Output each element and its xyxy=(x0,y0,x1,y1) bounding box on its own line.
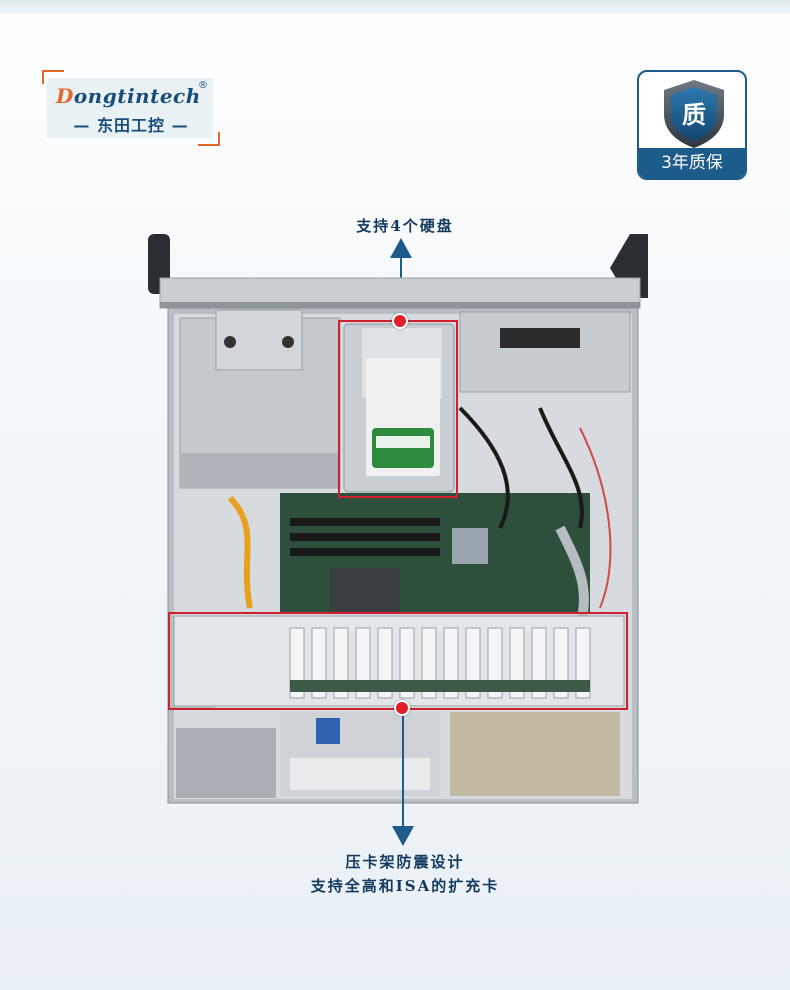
logo-corner-top-left xyxy=(42,70,64,84)
arrow-up-icon xyxy=(390,238,412,258)
card-callout-line xyxy=(402,716,404,830)
logo-chinese-name: — 东田工控 — xyxy=(73,116,189,135)
badge-char: 质 xyxy=(682,101,706,129)
card-callout-line1: 压卡架防震设计 xyxy=(345,853,465,871)
warranty-badge: 质 3年质保 xyxy=(637,70,747,180)
logo-background xyxy=(47,78,213,138)
brand-logo: Dongtintech ® — 东田工控 — xyxy=(42,70,220,146)
logo-corner-bottom-right xyxy=(198,132,220,146)
top-banner-strip xyxy=(0,0,790,14)
logo-brand-initial: D xyxy=(56,84,74,108)
card-bracket-highlight-box xyxy=(168,612,628,710)
card-callout-text: 压卡架防震设计 支持全高和ISA的扩充卡 xyxy=(250,850,560,898)
warranty-label: 3年质保 xyxy=(639,148,745,178)
hdd-highlight-box xyxy=(338,320,458,498)
logo-brand-rest: ongtintech xyxy=(73,84,201,108)
logo-brand-text: Dongtintech xyxy=(56,84,201,108)
shield-icon: 质 xyxy=(664,80,724,148)
card-marker-dot xyxy=(394,700,410,716)
hdd-callout-text: 支持4个硬盘 xyxy=(356,217,454,235)
arrow-down-icon xyxy=(392,826,414,846)
server-chassis-image xyxy=(148,234,648,804)
hdd-marker-dot xyxy=(392,313,408,329)
card-callout-line2: 支持全高和ISA的扩充卡 xyxy=(310,877,500,895)
registered-mark: ® xyxy=(198,80,208,91)
